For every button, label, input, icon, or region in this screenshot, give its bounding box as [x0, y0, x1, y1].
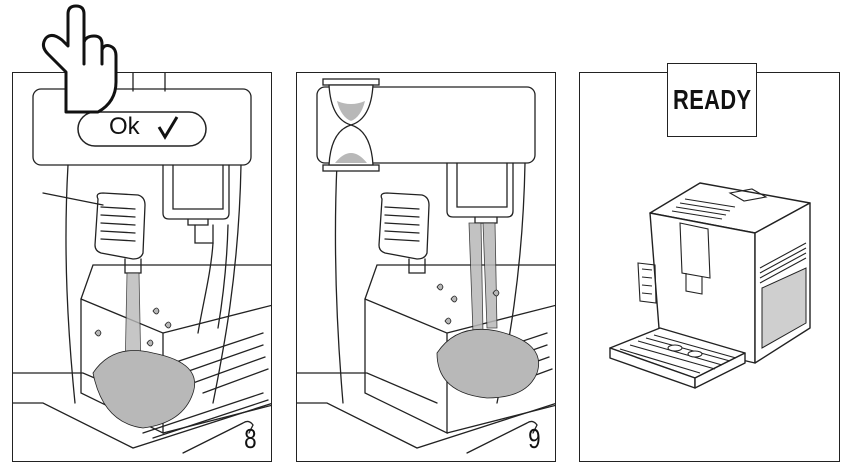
step-number: 8 — [244, 423, 257, 454]
checkmark-icon — [157, 116, 179, 140]
ok-button-label: Ok — [109, 113, 140, 140]
step-9-panel: 9 — [296, 72, 556, 462]
control-panel-display — [316, 86, 536, 164]
step-8-illustration — [13, 73, 271, 454]
step-8-panel: Ok 8 — [12, 72, 272, 462]
coffee-machine-illustration — [609, 182, 811, 389]
control-panel-display — [32, 88, 252, 166]
ready-text: READY — [672, 84, 752, 115]
water-stream — [436, 222, 539, 399]
step-number: 9 — [528, 423, 541, 454]
ready-panel — [579, 72, 840, 462]
water-stream — [92, 272, 195, 429]
hand-pointer-icon — [41, 4, 118, 114]
hourglass-icon — [322, 78, 380, 172]
ok-button[interactable] — [77, 111, 207, 147]
ready-status-label: READY — [667, 63, 757, 137]
step-9-illustration — [297, 78, 555, 454]
